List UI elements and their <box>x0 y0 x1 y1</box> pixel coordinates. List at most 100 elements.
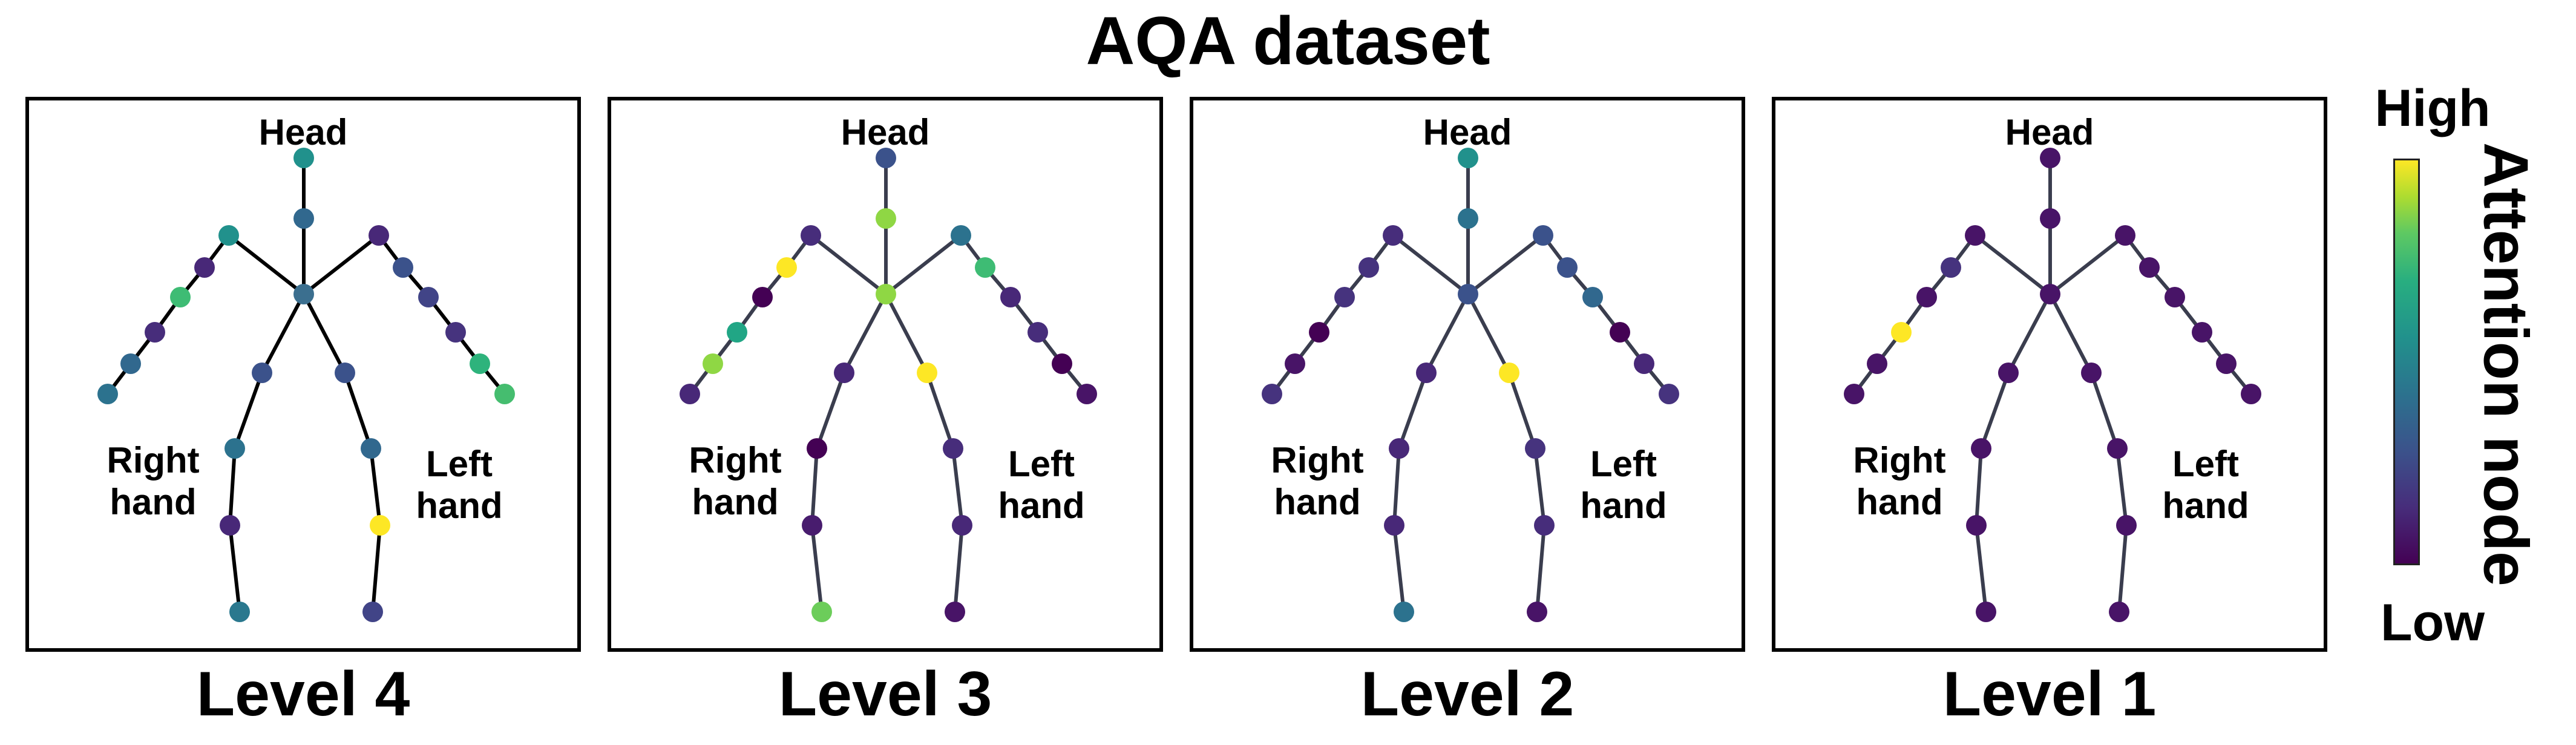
joint-node <box>218 225 239 246</box>
joint-node <box>1027 322 1048 343</box>
joint-node <box>811 602 832 622</box>
left-hand-label: Left hand <box>960 443 1123 527</box>
joint-node <box>293 284 314 304</box>
joint-node <box>2040 148 2060 168</box>
head-label: Head <box>841 112 930 153</box>
joint-node <box>470 353 490 374</box>
skeleton-edge <box>2007 293 2052 374</box>
joint-node <box>335 363 355 383</box>
joint-node <box>802 515 822 536</box>
skeleton-edge <box>1507 372 1537 449</box>
skeleton-edge <box>228 234 305 296</box>
skeleton-edge <box>953 525 964 612</box>
joint-node <box>224 438 245 459</box>
joint-node <box>2165 287 2185 307</box>
joint-node <box>252 363 272 383</box>
skeleton-edge <box>1392 448 1401 526</box>
joint-node <box>2116 515 2137 536</box>
skeleton-edge <box>951 448 964 526</box>
figure-title: AQA dataset <box>1086 3 1490 79</box>
joint-node <box>1384 515 1404 536</box>
joint-node <box>145 322 165 343</box>
joint-node <box>1971 438 1991 459</box>
joint-node <box>1941 257 1961 278</box>
joint-node <box>2115 225 2135 246</box>
skeleton-edge <box>842 293 888 374</box>
skeleton-edge <box>1392 525 1406 612</box>
colorbar-gradient <box>2393 159 2420 565</box>
joint-node <box>494 384 515 404</box>
skeleton-diagram <box>97 148 515 622</box>
joint-node <box>370 515 390 536</box>
left-hand-text: Left hand <box>2162 444 2249 526</box>
level-label: Level 3 <box>778 659 992 729</box>
skeleton-edge <box>1533 448 1546 526</box>
skeleton-diagram <box>1262 148 1679 622</box>
joint-node <box>120 353 141 374</box>
skeleton-edge <box>369 448 382 526</box>
right-hand-text: Right hand <box>1853 440 1946 522</box>
joint-node <box>1458 148 1478 168</box>
joint-node <box>170 287 191 307</box>
joint-node <box>220 515 240 536</box>
colorbar-low-label: Low <box>2381 594 2485 652</box>
skeleton-edge <box>1467 234 1544 296</box>
skeleton-diagram <box>680 148 1097 622</box>
skeleton-edge <box>1392 234 1469 296</box>
joint-node <box>1527 602 1547 622</box>
joint-node <box>2081 363 2102 383</box>
joint-node <box>2241 384 2261 404</box>
skeleton-edge <box>925 372 955 449</box>
joint-node <box>194 257 215 278</box>
joint-node <box>1659 384 1679 404</box>
colorbar-high-label: High <box>2374 79 2491 137</box>
joint-node <box>876 284 896 304</box>
joint-node <box>2192 322 2212 343</box>
joint-node <box>1416 363 1437 383</box>
joint-node <box>1000 287 1021 307</box>
joint-node <box>752 287 773 307</box>
skeleton-edge <box>2117 525 2128 612</box>
skeleton-edge <box>1466 293 1511 374</box>
level-label: Level 2 <box>1360 659 1575 729</box>
joint-node <box>1916 287 1937 307</box>
left-hand-text: Left hand <box>998 444 1085 526</box>
right-hand-text: Right hand <box>1271 440 1364 522</box>
skeleton-edge <box>233 372 264 450</box>
joint-node <box>2040 284 2060 304</box>
level-label: Level 1 <box>1942 659 2157 729</box>
joint-node <box>1334 287 1355 307</box>
joint-node <box>1533 225 1553 246</box>
skeleton-edge <box>260 293 306 374</box>
right-hand-label: Right hand <box>1812 439 1987 523</box>
skeleton-edge <box>303 234 380 296</box>
joint-node <box>1534 515 1555 536</box>
right-hand-label: Right hand <box>1230 439 1405 523</box>
skeleton-edge <box>884 293 929 374</box>
head-label: Head <box>1423 112 1512 153</box>
right-hand-text: Right hand <box>107 440 200 522</box>
panel-level-1: Head Right hand Left hand <box>1772 97 2327 652</box>
left-hand-text: Left hand <box>1580 444 1667 526</box>
left-hand-label: Left hand <box>2124 443 2287 527</box>
skeleton-edge <box>343 372 373 449</box>
joint-node <box>393 257 413 278</box>
head-label: Head <box>2005 112 2094 153</box>
joint-node <box>807 438 827 459</box>
joint-node <box>1383 225 1403 246</box>
joint-node <box>680 384 700 404</box>
joint-node <box>1634 353 1654 374</box>
joint-node <box>1052 353 1072 374</box>
joint-node <box>1309 322 1329 343</box>
joint-node <box>2216 353 2237 374</box>
joint-node <box>1389 438 1409 459</box>
joint-node <box>917 363 937 383</box>
joint-node <box>1998 363 2019 383</box>
joint-node <box>2107 438 2128 459</box>
joint-node <box>97 384 118 404</box>
joint-node <box>1966 515 1987 536</box>
skeleton-edge <box>815 372 846 450</box>
left-hand-label: Left hand <box>378 443 541 527</box>
skeleton-edge <box>810 525 824 612</box>
joint-node <box>369 225 389 246</box>
